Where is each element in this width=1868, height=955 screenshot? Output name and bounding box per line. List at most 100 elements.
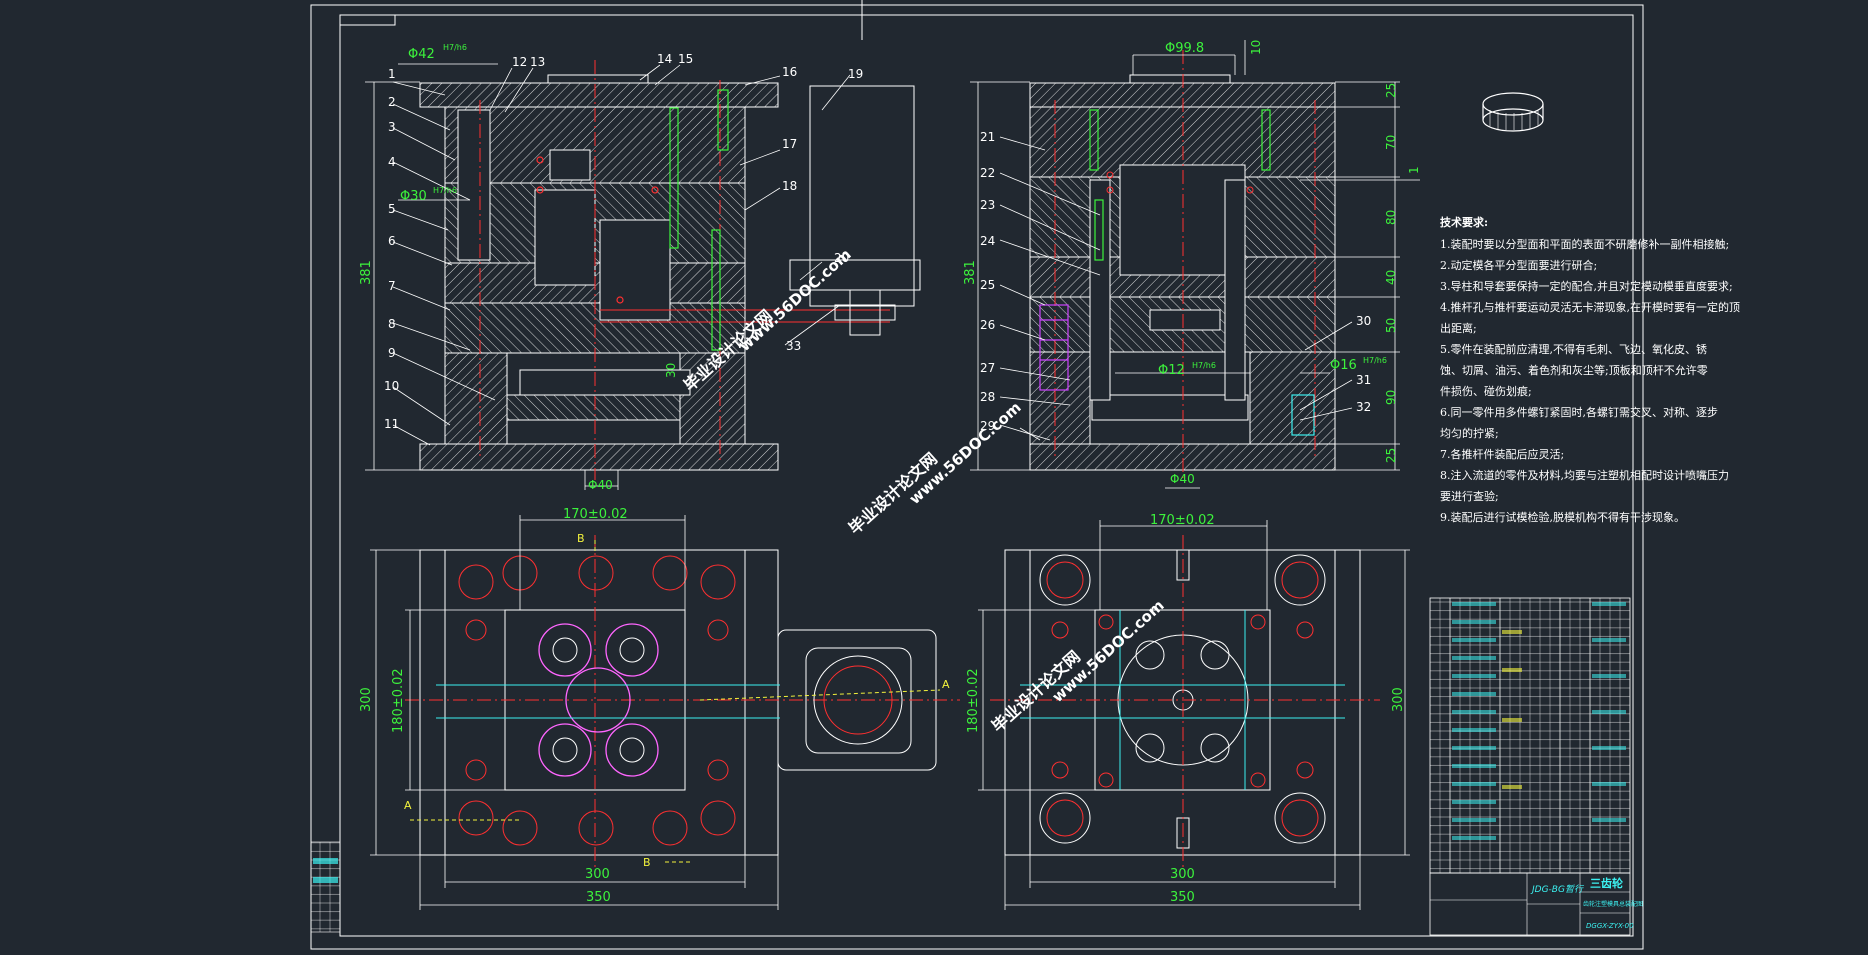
- drawing-number: JDG-BG暂行: [1530, 884, 1585, 895]
- left-section-view: [365, 60, 921, 490]
- tol-note: H7/h6: [433, 186, 457, 195]
- stack-dim: 80: [1384, 210, 1398, 225]
- part-label: 12: [512, 55, 527, 69]
- part-label: 6: [388, 234, 396, 248]
- part-label: 17: [782, 137, 797, 151]
- part-label: 16: [782, 65, 797, 79]
- stack-dim: 25: [1384, 448, 1398, 463]
- stack-dim: 70: [1384, 135, 1398, 150]
- section-a-marker: A: [404, 799, 412, 812]
- part-label: 8: [388, 317, 396, 331]
- dim-phi16: Φ16: [1330, 358, 1357, 373]
- right-section-view: [970, 40, 1420, 489]
- tech-line: 3.导柱和导套要保持一定的配合,并且对定模动模垂直度要求;: [1440, 279, 1733, 293]
- dim-10: 10: [1249, 40, 1263, 55]
- gear-part-icon: [1482, 92, 1544, 132]
- part-label: 9: [388, 346, 396, 360]
- drawing-code: DGGX-ZYX-00: [1586, 922, 1634, 930]
- side-stamp-table: [310, 841, 341, 933]
- part-label: 15: [678, 52, 693, 66]
- tech-line: 出距离;: [1440, 321, 1477, 335]
- dim-381: 381: [359, 260, 374, 285]
- part-label: 1: [388, 67, 396, 81]
- part-label: 11: [384, 417, 399, 431]
- stack-dim: 50: [1384, 318, 1398, 333]
- tech-line: 4.推杆孔与推杆要运动灵活无卡滞现象,在开模时要有一定的顶: [1440, 300, 1740, 314]
- part-label: 22: [980, 166, 995, 180]
- tech-line: 2.动定模各平分型面要进行研合;: [1440, 258, 1597, 272]
- part-label: 14: [657, 52, 672, 66]
- dim-phi40: Φ40: [1170, 472, 1195, 486]
- tol-note: H7/h6: [1363, 356, 1387, 365]
- dim-180: 180±0.02: [391, 668, 406, 733]
- title-block: JDG-BG暂行 三齿轮 齿轮注塑模具总装配图 DGGX-ZYX-00: [1429, 872, 1643, 936]
- part-label: 25: [980, 278, 995, 292]
- part-label: 10: [384, 379, 399, 393]
- section-b-marker: B: [643, 856, 651, 869]
- tech-line: 要进行查验;: [1440, 489, 1499, 503]
- part-label: 7: [388, 279, 396, 293]
- tech-line: 5.零件在装配前应清理,不得有毛刺、飞边、氧化皮、锈: [1440, 342, 1707, 356]
- parts-list-table: [1429, 597, 1631, 874]
- dim-350: 350: [586, 890, 611, 905]
- part-label: 26: [980, 318, 995, 332]
- tech-line: 蚀、切屑、油污、着色剂和灰尘等;顶板和顶杆不允许零: [1440, 363, 1708, 377]
- dim-30: 30: [664, 363, 678, 378]
- tech-line: 7.各推杆件装配后应灵活;: [1440, 447, 1564, 461]
- part-label: 30: [1356, 314, 1371, 328]
- drawing-subtitle: 齿轮注塑模具总装配图: [1583, 900, 1643, 908]
- dim-phi30: Φ30: [400, 189, 427, 204]
- part-label: 18: [782, 179, 797, 193]
- part-label: 19: [848, 67, 863, 81]
- dim-180: 180±0.02: [966, 668, 981, 733]
- tech-title: 技术要求:: [1440, 215, 1488, 229]
- part-label: 28: [980, 390, 995, 404]
- left-section-labels: 1 2 3 4 5 6 7 8 9 10 11 12 13 14 15 16 1…: [359, 43, 863, 492]
- dim-phi998: Φ99.8: [1165, 41, 1204, 56]
- part-label: 2: [388, 95, 396, 109]
- stack-dim: 90: [1384, 390, 1398, 405]
- dim-phi42: Φ42: [408, 47, 435, 62]
- tech-line: 9.装配后进行试模检验,脱模机构不得有干涉现象。: [1440, 510, 1685, 524]
- tech-line: 均匀的拧紧;: [1440, 426, 1499, 440]
- section-b-marker: B: [577, 532, 585, 545]
- tech-line: 件损伤、碰伤划痕;: [1440, 384, 1532, 398]
- stack-dim: 25: [1384, 83, 1398, 98]
- sheet-border: [310, 0, 1644, 950]
- tol-note: H7/h6: [443, 43, 467, 52]
- bottom-right-labels: 170±0.02 180±0.02 300 300 350 A: [942, 513, 1406, 905]
- technical-requirements: 技术要求: 1.装配时要以分型面和平面的表面不研磨修补一副件相接触; 2.动定模…: [1440, 215, 1740, 524]
- part-label: 4: [388, 155, 396, 169]
- dim-300-vert: 300: [1391, 687, 1406, 712]
- drawing-name: 三齿轮: [1590, 876, 1623, 890]
- dim-300-vert: 300: [359, 687, 374, 712]
- dim-170: 170±0.02: [563, 507, 628, 522]
- dim-phi40: Φ40: [588, 478, 613, 492]
- dim-1: 1: [1407, 166, 1421, 174]
- right-section-labels: 21 22 23 24 25 26 27 28 29 30 31 32 Φ99.…: [963, 40, 1421, 486]
- bottom-left-plan-view: [370, 515, 960, 910]
- bottom-left-labels: 170±0.02 180±0.02 300 300 350 A B B: [359, 507, 651, 905]
- dim-381: 381: [963, 260, 978, 285]
- part-label: 13: [530, 55, 545, 69]
- tol-note: H7/h6: [1192, 361, 1216, 370]
- part-label: 32: [1356, 400, 1371, 414]
- tech-line: 8.注入流道的零件及材料,均要与注塑机相配时设计喷嘴压力: [1440, 468, 1729, 482]
- section-a-marker: A: [942, 678, 950, 691]
- part-label: 5: [388, 202, 396, 216]
- part-label: 21: [980, 130, 995, 144]
- dim-300: 300: [1170, 867, 1195, 882]
- tech-line: 1.装配时要以分型面和平面的表面不研磨修补一副件相接触;: [1440, 237, 1729, 251]
- dim-300: 300: [585, 867, 610, 882]
- part-label: 33: [786, 339, 801, 353]
- part-label: 31: [1356, 373, 1371, 387]
- part-label: 3: [388, 120, 396, 134]
- part-label: 24: [980, 234, 995, 248]
- tech-line: 6.同一零件用多件螺钉紧固时,各螺钉需交叉、对称、逐步: [1440, 405, 1718, 419]
- part-label: 20: [834, 251, 849, 265]
- stack-dim: 40: [1384, 270, 1398, 285]
- part-label: 27: [980, 361, 995, 375]
- dim-170: 170±0.02: [1150, 513, 1215, 528]
- dim-350: 350: [1170, 890, 1195, 905]
